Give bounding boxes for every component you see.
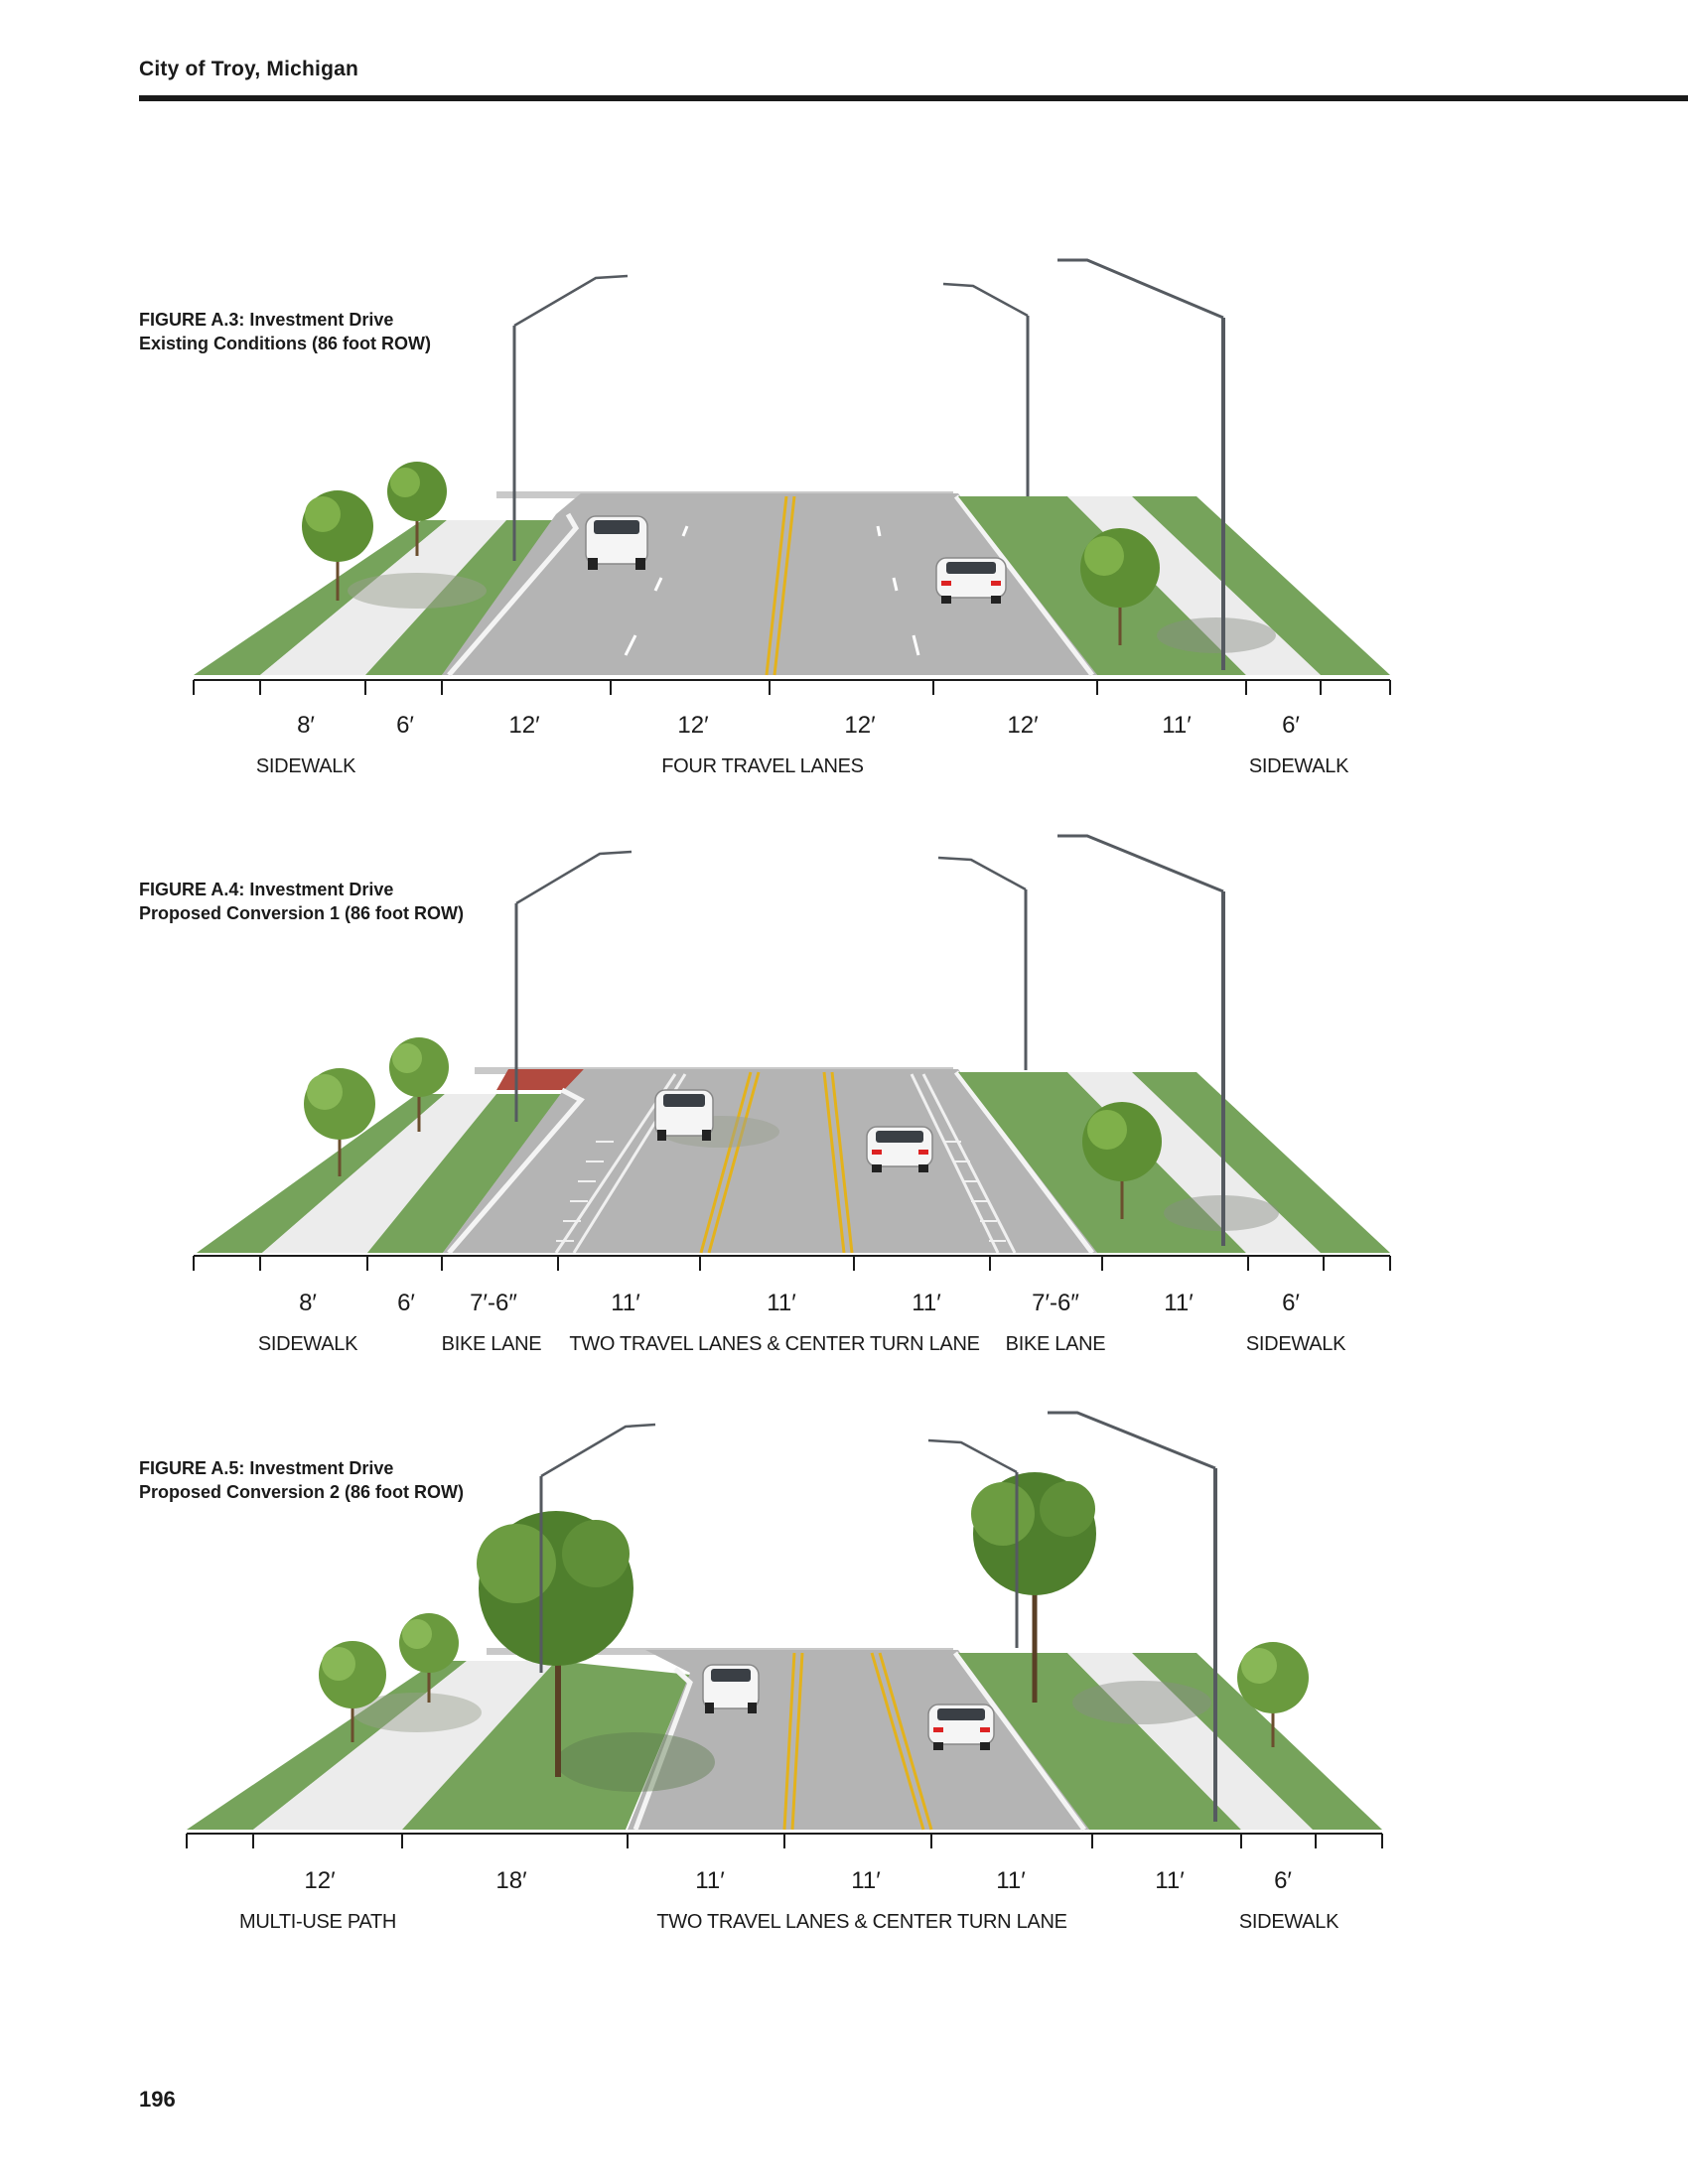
zone-label: TWO TRAVEL LANES & CENTER TURN LANE [569, 1333, 979, 1355]
tree-icon [302, 490, 373, 601]
zone-label: SIDEWALK [1239, 1911, 1339, 1933]
figure-caption-line1: FIGURE A.3: Investment Drive [139, 310, 394, 330]
street-section-illustration: 8′ 6′ 12′ 12′ 12′ 12′ 11′ 6′ SIDEWALK FO… [193, 258, 1391, 777]
car-icon [927, 1704, 995, 1750]
car-icon [702, 1664, 760, 1713]
dimension-label: 11′ [611, 1290, 640, 1316]
figure-caption-line2: Existing Conditions (86 foot ROW) [139, 334, 431, 353]
figure-caption: FIGURE A.3: Investment Drive Existing Co… [139, 308, 431, 355]
bike-lane-hatching [556, 1141, 1006, 1242]
streetlight-icon [514, 850, 633, 1122]
streetlight-icon [1048, 1411, 1217, 1822]
figure-a3: FIGURE A.3: Investment Drive Existing Co… [0, 248, 1688, 794]
streetlight-icon [942, 282, 1030, 496]
document-header-title: City of Troy, Michigan [139, 58, 359, 80]
streetlight-icon [1057, 834, 1225, 1246]
dimension-label: 11′ [996, 1867, 1026, 1894]
dimension-label: 7′-6″ [1032, 1290, 1079, 1316]
streetlight-icon [937, 856, 1028, 1070]
dimension-label: 7′-6″ [470, 1290, 517, 1316]
dimension-label: 12′ [508, 712, 540, 739]
zone-label: FOUR TRAVEL LANES [661, 755, 863, 777]
header-rule [139, 95, 1688, 101]
figure-caption-line1: FIGURE A.5: Investment Drive [139, 1458, 394, 1478]
dimension-label: 11′ [1164, 1290, 1194, 1316]
figure-caption-line2: Proposed Conversion 1 (86 foot ROW) [139, 903, 465, 923]
dimension-label: 8′ [297, 712, 315, 739]
streetlight-icon [539, 1423, 656, 1673]
street-section-illustration: 8′ 6′ 7′-6″ 11′ 11′ 11′ 7′-6″ 11′ 6′ SID… [193, 834, 1391, 1355]
car-icon [935, 557, 1007, 604]
large-tree-icon [971, 1472, 1096, 1703]
figure-caption-line1: FIGURE A.4: Investment Drive [139, 880, 394, 899]
dimension-label: 8′ [299, 1290, 317, 1316]
dimension-label: 6′ [396, 712, 414, 739]
dimension-label: 11′ [1162, 712, 1192, 739]
zone-label: TWO TRAVEL LANES & CENTER TURN LANE [656, 1911, 1066, 1933]
streetlight-icon [927, 1438, 1019, 1648]
dimension-bar [186, 1833, 1383, 1848]
zone-label: BIKE LANE [1006, 1333, 1106, 1355]
tree-icon [399, 1613, 459, 1703]
dimension-label: 12′ [1007, 712, 1039, 739]
figure-caption: FIGURE A.5: Investment Drive Proposed Co… [139, 1456, 464, 1504]
dimension-label: 18′ [495, 1867, 527, 1894]
figure-a5: FIGURE A.5: Investment Drive Proposed Co… [0, 1405, 1688, 1961]
dimension-label: 11′ [851, 1867, 881, 1894]
dimension-label: 12′ [844, 712, 876, 739]
tree-icon [319, 1641, 386, 1742]
dimension-label: 6′ [1274, 1867, 1292, 1894]
tree-icon [1237, 1642, 1309, 1747]
page-number: 196 [139, 2087, 176, 2112]
bike-box [496, 1069, 584, 1090]
streetlight-icon [1057, 258, 1225, 670]
car-icon [585, 515, 648, 570]
car-icon [866, 1126, 933, 1172]
dimension-label: 6′ [1282, 712, 1300, 739]
zone-label: BIKE LANE [442, 1333, 542, 1355]
zone-label: SIDEWALK [1246, 1333, 1346, 1355]
tree-icon [1080, 528, 1160, 645]
dimension-label: 6′ [1282, 1290, 1300, 1316]
zone-label: SIDEWALK [258, 1333, 358, 1355]
tree-icon [1082, 1102, 1162, 1219]
dimension-bar [193, 679, 1391, 695]
dimension-label: 11′ [695, 1867, 725, 1894]
dimension-label: 12′ [304, 1867, 336, 1894]
streetlight-icon [512, 274, 629, 561]
figure-caption-line2: Proposed Conversion 2 (86 foot ROW) [139, 1482, 465, 1502]
tree-icon [387, 462, 447, 556]
dimension-label: 11′ [767, 1290, 796, 1316]
car-icon [654, 1089, 714, 1141]
zone-label: MULTI-USE PATH [239, 1911, 396, 1933]
tree-icon [389, 1037, 449, 1132]
dimension-label: 11′ [1155, 1867, 1185, 1894]
large-tree-icon [477, 1511, 633, 1777]
dimension-label: 6′ [397, 1290, 415, 1316]
zone-label: SIDEWALK [1249, 755, 1349, 777]
dimension-bar [193, 1255, 1391, 1271]
tree-icon [304, 1068, 375, 1176]
street-section-illustration: 12′ 18′ 11′ 11′ 11′ 11′ 6′ MULTI-USE PAT… [186, 1411, 1383, 1933]
dimension-label: 12′ [677, 712, 709, 739]
figure-a4: FIGURE A.4: Investment Drive Proposed Co… [0, 824, 1688, 1380]
zone-label: SIDEWALK [256, 755, 356, 777]
figure-caption: FIGURE A.4: Investment Drive Proposed Co… [139, 878, 464, 925]
dimension-label: 11′ [912, 1290, 941, 1316]
